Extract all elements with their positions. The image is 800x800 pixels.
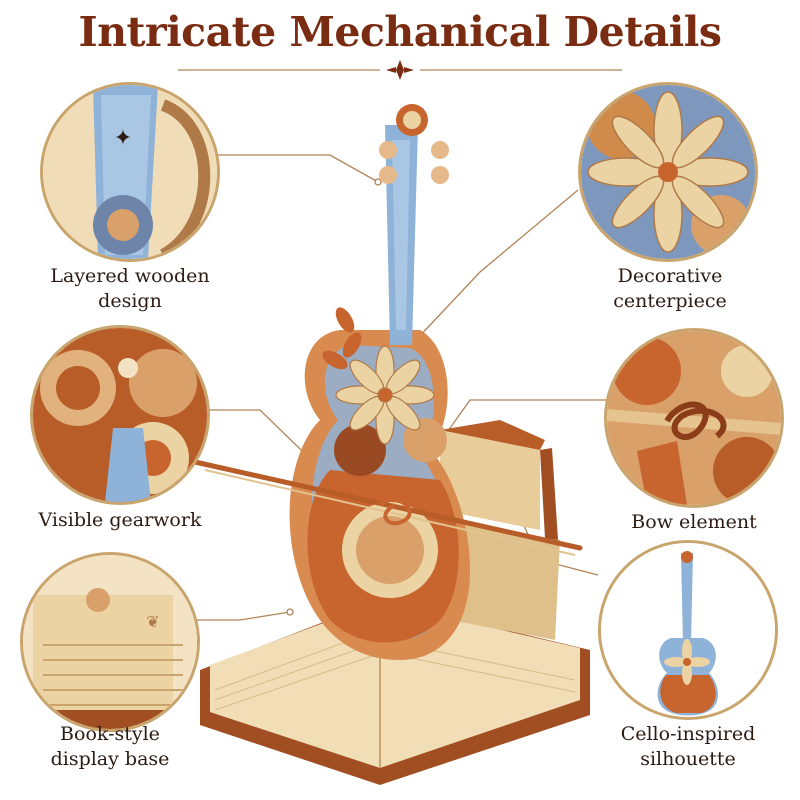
- book-base: [200, 600, 590, 785]
- detail-circle-layered: ✦: [40, 82, 220, 262]
- feature-label-silhouette: Cello-inspired silhouette: [620, 723, 756, 770]
- feature-label-centerpiece: Decorative centerpiece: [613, 265, 727, 312]
- bow: [192, 459, 583, 556]
- flower-centerpiece: [335, 345, 435, 445]
- stacked-books: [440, 420, 560, 640]
- detail-circle-silhouette: [598, 540, 778, 720]
- page-title: Intricate Mechanical Details: [78, 8, 722, 56]
- feature-label-bow: Bow element: [631, 511, 757, 533]
- leaf-cluster: [322, 307, 362, 370]
- detail-circle-gearwork: [30, 325, 210, 505]
- feature-label-gearwork: Visible gearwork: [38, 509, 202, 531]
- detail-circle-centerpiece: [578, 82, 758, 262]
- ornament-icon: [386, 60, 414, 80]
- detail-circle-base: ❦: [20, 552, 200, 732]
- cello-neck: [379, 104, 449, 345]
- feature-label-layered: Layered wooden design: [50, 265, 210, 312]
- title-divider: [178, 60, 622, 80]
- svg-text:❦: ❦: [146, 612, 159, 631]
- detail-circle-bow: [604, 328, 784, 508]
- svg-text:✦: ✦: [114, 126, 132, 151]
- feature-label-base: Book-style display base: [50, 723, 170, 770]
